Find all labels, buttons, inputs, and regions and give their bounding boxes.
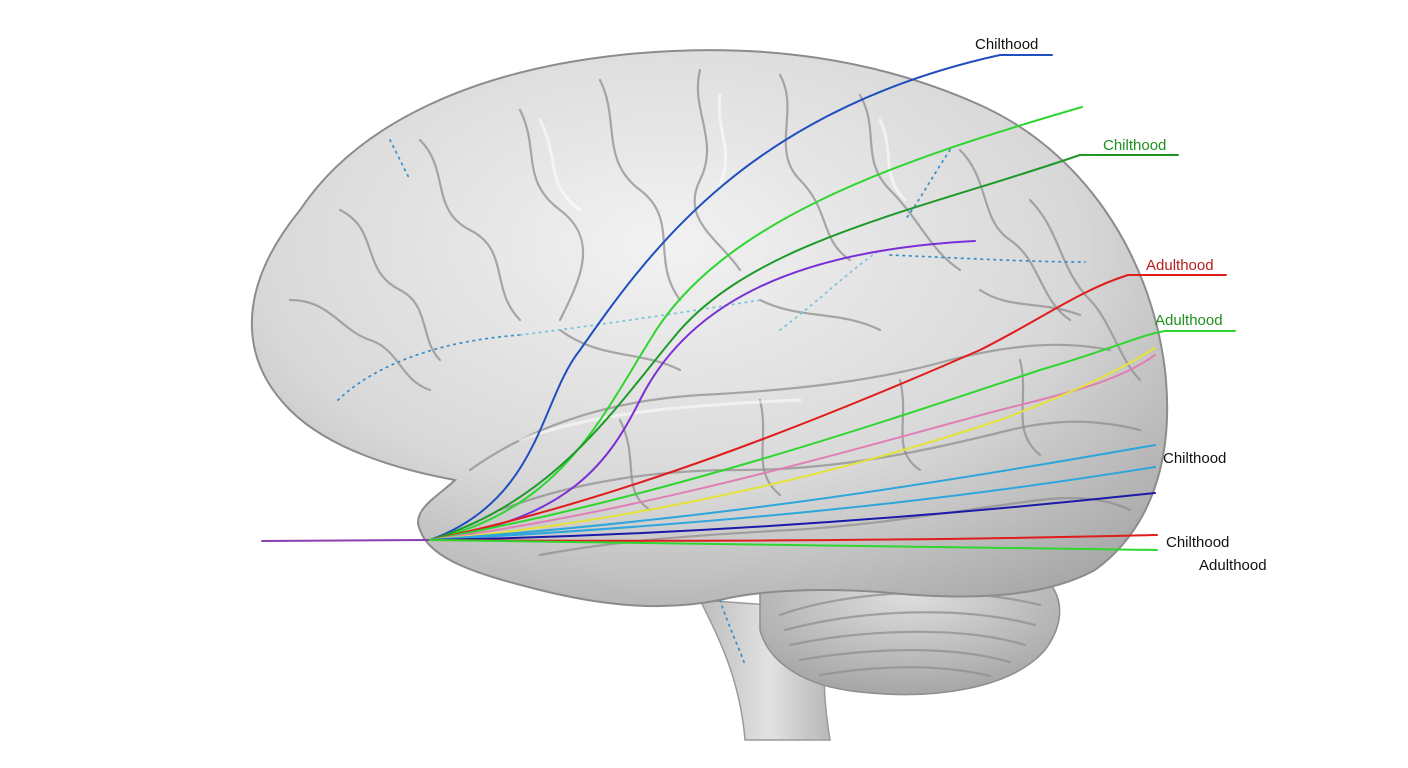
label-adulthood-red: Adulthood [1146, 257, 1214, 274]
pathway-blue [429, 54, 1053, 541]
pathway-green-bottom [429, 539, 1158, 551]
label-childhood-lower: Chilthood [1166, 534, 1229, 551]
pathway-purple [429, 240, 976, 541]
pathway-dark-green [429, 154, 1179, 541]
pathway-green-middle [429, 330, 1236, 541]
cerebrum [250, 49, 1169, 608]
label-childhood-blue: Chilthood [1163, 450, 1226, 467]
dotted-guides [337, 139, 1086, 666]
pathway-pink [429, 354, 1156, 541]
pathway-violet-incoming [261, 539, 431, 542]
pathway-green-top [429, 106, 1083, 541]
label-adulthood-lower: Adulthood [1199, 557, 1267, 574]
labels: Chilthood Chilthood Adulthood Adulthood … [975, 36, 1267, 574]
pathway-light-blue-lower [429, 466, 1156, 541]
label-childhood-top: Chilthood [975, 36, 1038, 53]
pathway-navy [429, 492, 1156, 541]
pathway-yellow [429, 347, 1156, 541]
label-adulthood-green: Adulthood [1155, 312, 1223, 329]
pathway-light-blue-upper [429, 444, 1156, 541]
pathway-red-upper [429, 274, 1227, 541]
pathways [261, 54, 1236, 551]
label-childhood-green: Chilthood [1103, 137, 1166, 154]
